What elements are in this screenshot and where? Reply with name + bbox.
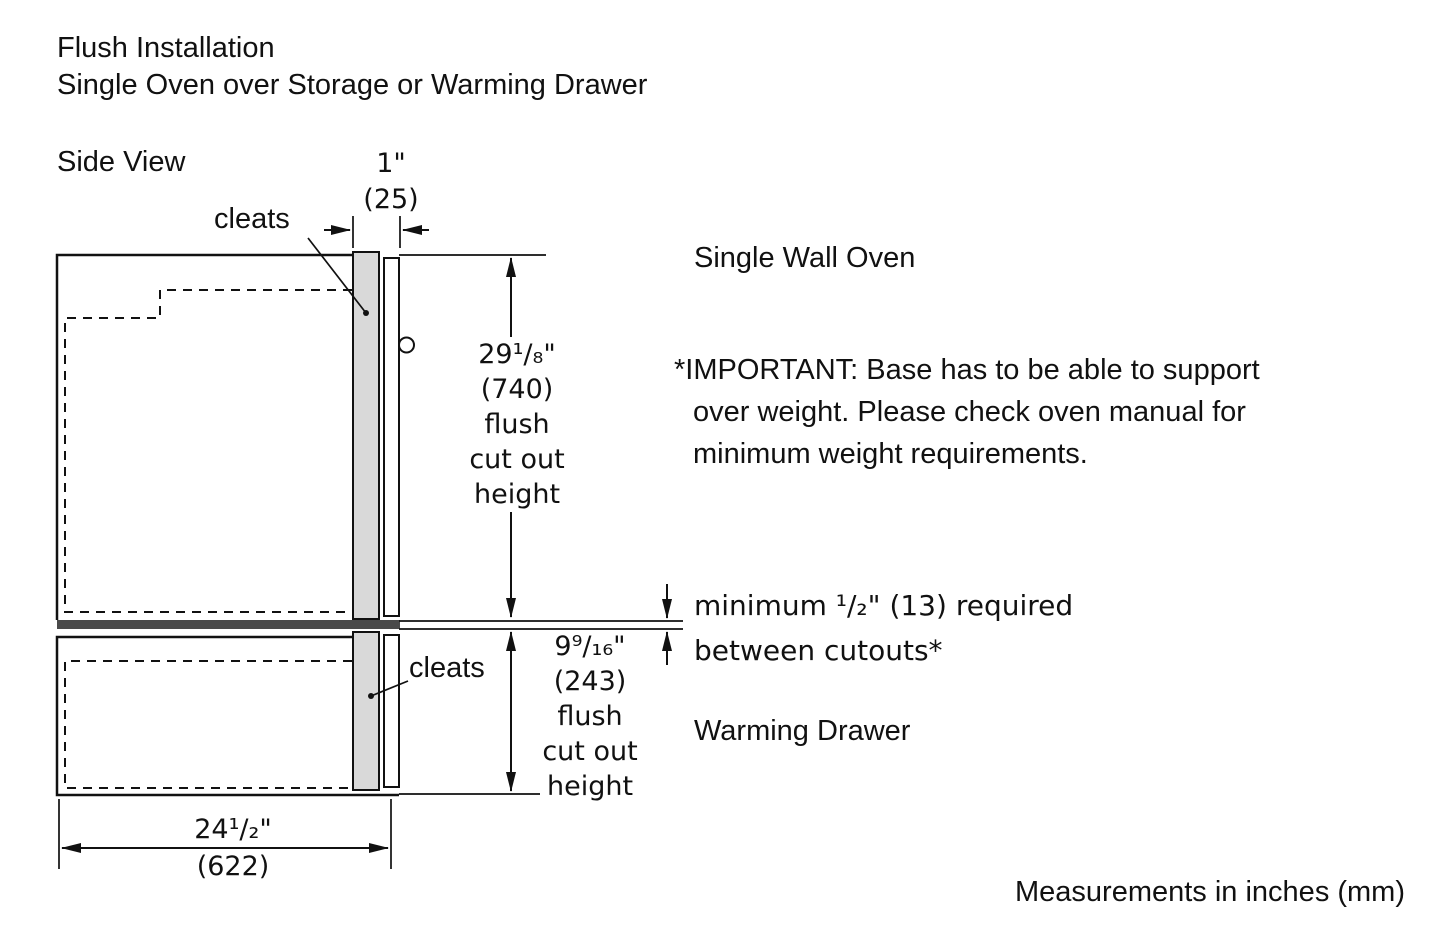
oven-cleat-panel (352, 251, 380, 620)
leader-line (370, 680, 409, 697)
important-note: *IMPORTANT: Base has to be able to suppo… (674, 354, 1260, 470)
side-view-label: Side View (57, 146, 186, 178)
drawer-cavity-dashed-outline (64, 660, 352, 789)
dim-width-mm-label: (622) (196, 851, 270, 882)
measurements-note: Measurements in inches (mm) (1015, 876, 1405, 908)
leader-dot (368, 693, 374, 699)
page-title: Flush Installation Single Oven over Stor… (57, 30, 647, 104)
leader-line (307, 237, 367, 314)
title-line-1: Flush Installation (57, 32, 275, 64)
single-wall-oven-label: Single Wall Oven (694, 242, 916, 274)
leader-dot (363, 310, 369, 316)
oven-door-handle-knob (398, 336, 415, 354)
warming-drawer-label: Warming Drawer (694, 715, 911, 747)
dim-door-thickness (324, 216, 429, 248)
oven-cabinet-outline (55, 253, 353, 620)
oven-cavity-dashed-outline (64, 289, 352, 613)
min-gap-note: minimum ¹/₂" (13) required between cutou… (694, 589, 1074, 667)
title-line-2: Single Oven over Storage or Warming Draw… (57, 69, 648, 101)
dim-width-inches-label: 24¹/₂" (194, 814, 272, 845)
drawer-front-panel (383, 634, 400, 788)
divider-band (57, 620, 400, 629)
lower-cleats-leader (368, 680, 409, 699)
dim-oven-cutout-label: 29¹/₈" (740) flush cut out height (454, 337, 580, 512)
upper-cleats-leader (307, 237, 369, 316)
drawer-cleat-panel (352, 631, 380, 791)
dim-drawer-cutout-label: 9⁹/₁₆" (243) flush cut out height (542, 631, 638, 802)
lower-cleats-label: cleats (409, 652, 485, 684)
dim-width (58, 799, 392, 869)
drawer-cabinet-outline (55, 635, 399, 797)
upper-cleats-label: cleats (214, 203, 290, 235)
dim-door-thickness-label: 1" (25) (363, 148, 419, 215)
oven-door-panel (383, 257, 400, 617)
